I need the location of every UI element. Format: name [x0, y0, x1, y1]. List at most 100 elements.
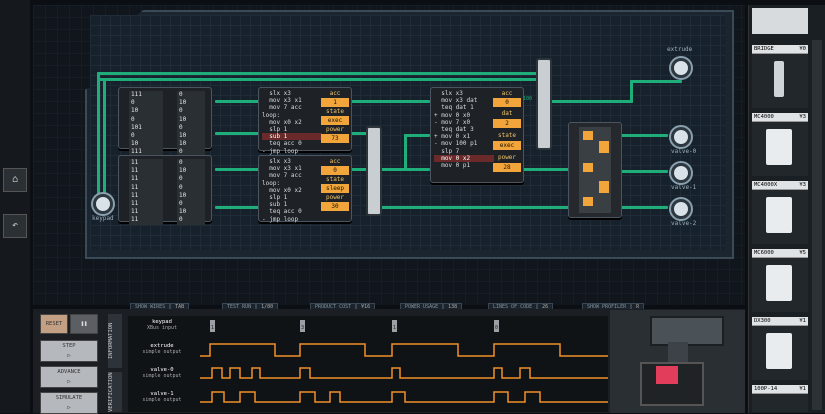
undo-icon[interactable]: ↶: [3, 214, 27, 238]
part-price: ¥1: [799, 386, 806, 392]
mc2-power-label: power: [325, 194, 345, 201]
part-preview: [752, 258, 808, 312]
parts-top-item[interactable]: [752, 8, 808, 34]
mc2-power-value: 30: [321, 202, 349, 211]
dx300-chip[interactable]: [568, 122, 622, 218]
trace-extrude-2: [630, 80, 682, 83]
code-line: teq dat 3: [434, 126, 474, 134]
trace-valve2: [378, 206, 668, 209]
mc2-acc-label: acc: [329, 158, 341, 165]
home-icon[interactable]: ⌂: [3, 168, 27, 192]
trace-mem2-mc2-a: [215, 168, 263, 171]
mc1-power-label: power: [325, 126, 345, 133]
extrude-port[interactable]: [671, 58, 691, 78]
part-mc6000[interactable]: MC6000¥5: [752, 249, 808, 312]
memory-1-col-b: 0 10 0 10 0 10 10 0: [177, 91, 205, 157]
part-mc4000x[interactable]: MC4000X¥3: [752, 181, 808, 244]
part-dx300[interactable]: DX300¥1: [752, 317, 808, 380]
code-line: mov 0 x2: [434, 154, 494, 163]
part-100p-14[interactable]: 100P-14 ¥1: [752, 385, 808, 412]
valve-2-port[interactable]: [671, 199, 691, 219]
part-name: MC4000X: [754, 182, 778, 188]
valve-1-port[interactable]: [671, 163, 691, 183]
trace-mc3-dx: [520, 168, 570, 171]
dx300-pin-b: [583, 163, 593, 172]
part-preview: [752, 394, 808, 412]
extrude-label: extrude: [667, 46, 693, 53]
advance-button[interactable]: ADVANCE▷: [40, 366, 98, 388]
lane-type: simple output: [142, 373, 182, 379]
tab-verification[interactable]: VERIFICATION: [108, 372, 122, 412]
keypad-marker: [300, 320, 305, 332]
part-price: ¥1: [799, 318, 806, 324]
trace-mc3-in: [404, 134, 430, 137]
bridge-2[interactable]: [536, 58, 552, 150]
trace-mc2-mc3: [350, 168, 430, 171]
part-bridge[interactable]: BRIDGE ¥0: [752, 45, 808, 108]
part-price: ¥0: [799, 46, 806, 52]
lane-name: valve-1: [150, 391, 174, 397]
code-line: sub 1: [262, 133, 322, 141]
parts-scrollbar[interactable]: [812, 40, 822, 410]
trace-valve1: [620, 170, 668, 173]
step-button[interactable]: STEP▷: [40, 340, 98, 362]
code-line: sub 1: [262, 201, 288, 209]
trace-keypad-vertical2: [103, 78, 106, 196]
device-preview: [610, 310, 745, 413]
code-line: mov 7 acc: [262, 172, 302, 180]
part-header: BRIDGE ¥0: [752, 45, 808, 54]
simulate-button[interactable]: SIMULATE▷: [40, 392, 98, 414]
part-mc4000[interactable]: MC4000¥3: [752, 113, 808, 176]
part-name: BRIDGE: [754, 46, 774, 52]
reset-button[interactable]: RESET: [40, 314, 68, 334]
bridge-1[interactable]: [366, 126, 382, 216]
simulate-label: SIMULATE: [55, 395, 83, 401]
lane-name: keypad: [152, 319, 172, 325]
tab-information[interactable]: INFORMATION: [108, 314, 122, 368]
keypad-value: 1: [211, 325, 214, 331]
timeline: [128, 316, 608, 412]
keypad-port[interactable]: [93, 194, 113, 214]
trace-mem2-mc2-b: [215, 206, 263, 209]
pause-button[interactable]: ❚❚: [70, 314, 98, 334]
code-line: mov x3 x1: [262, 97, 302, 105]
part-preview: [752, 54, 808, 108]
valve-0-port[interactable]: [671, 127, 691, 147]
show-wires-label: SHOW WIRES: [130, 303, 171, 311]
part-header: 100P-14 ¥1: [752, 385, 808, 394]
part-name: 100P-14: [754, 386, 778, 392]
lane-name: valve-0: [150, 367, 174, 373]
microcontroller-3[interactable]: slx x3 mov x3 dat teq dat 1+ mov 0 x0- m…: [430, 87, 524, 183]
trace-keypad-vertical: [97, 72, 100, 197]
mc2-acc-value: 0: [321, 166, 349, 175]
code-line: + mov 0 x1: [434, 133, 471, 141]
memory-chip-1[interactable]: 111 0 10 0 101 0 10 111 0 10 0 10 0 10 1…: [118, 87, 212, 157]
part-name: MC4000: [754, 114, 774, 120]
show-profiler-label: SHOW PROFILER: [582, 303, 632, 311]
power-usage-value: 138: [443, 303, 463, 311]
valve-1-label: valve-1: [671, 184, 697, 191]
mc3-state-label: state: [497, 132, 517, 139]
mc1-state-value: exec: [321, 116, 349, 125]
left-rail: [0, 0, 30, 413]
part-chip-icon: [766, 265, 792, 301]
device-product: [656, 366, 678, 384]
mc3-acc-label: acc: [501, 90, 513, 97]
mc3-dat-label: dat: [501, 110, 513, 117]
mc3-power-label: power: [497, 154, 517, 161]
mc3-acc-value: 0: [493, 98, 521, 107]
memory-chip-2[interactable]: 11 11 11 11 11 11 11 11 0 10 0 0 10 0 10…: [118, 155, 212, 225]
part-header: MC4000X¥3: [752, 181, 808, 190]
part-chip-icon: [766, 333, 792, 369]
mc3-code[interactable]: slx x3 mov x3 dat teq dat 1+ mov 0 x0- m…: [434, 90, 494, 169]
